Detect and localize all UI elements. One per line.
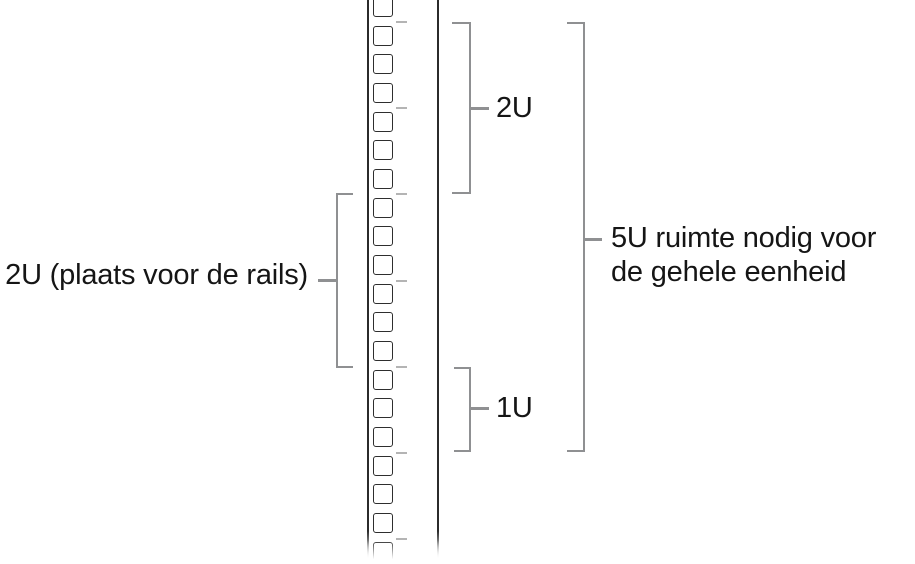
top-2u-pointer [471,107,489,110]
rail-hole [373,398,393,419]
top-2u-label: 2U [496,92,533,124]
rail-hole [373,25,393,46]
overall-5u-label: 5U ruimte nodig voor de gehele eenheid [611,221,876,289]
rail-left-edge [367,0,369,559]
rail-hole [373,427,393,448]
rail-bottom-fade [355,540,451,564]
top-2u-bracket [452,22,471,194]
rail-hole [373,0,393,17]
bottom-1u-pointer [471,407,489,410]
rail-hole [373,341,393,362]
unit-boundary-tick [396,107,407,110]
overall-5u-pointer [584,238,602,241]
overall-5u-label-line1: 5U ruimte nodig voor [611,222,877,254]
bottom-1u-label: 1U [496,392,533,424]
rail-right-edge [437,0,439,559]
unit-boundary-tick [396,21,407,23]
unit-boundary-tick [396,193,407,196]
overall-5u-label-line2: de gehele eenheid [611,256,847,288]
rail-hole [373,312,393,333]
overall-5u-bracket [567,22,585,452]
unit-boundary-tick [396,452,407,454]
rails-span-bracket [336,193,353,368]
rail-hole [373,169,393,190]
rail-hole [373,83,393,103]
rail-hole [373,226,393,247]
rail-hole [373,369,393,390]
rail-hole [373,54,393,75]
rails-span-pointer [318,279,336,282]
rail-hole [373,111,393,132]
rail-hole [373,197,393,218]
bottom-1u-bracket [454,367,471,452]
rail-hole [373,484,393,505]
unit-boundary-tick [396,538,407,541]
unit-boundary-tick [396,365,407,368]
rail-hole [373,140,393,161]
rail-hole [373,513,393,534]
rail-hole [373,455,393,476]
rail-hole [373,283,393,304]
unit-boundary-tick [396,279,407,282]
rail-hole [373,255,393,276]
rails-span-label: 2U (plaats voor de rails) [5,259,308,291]
